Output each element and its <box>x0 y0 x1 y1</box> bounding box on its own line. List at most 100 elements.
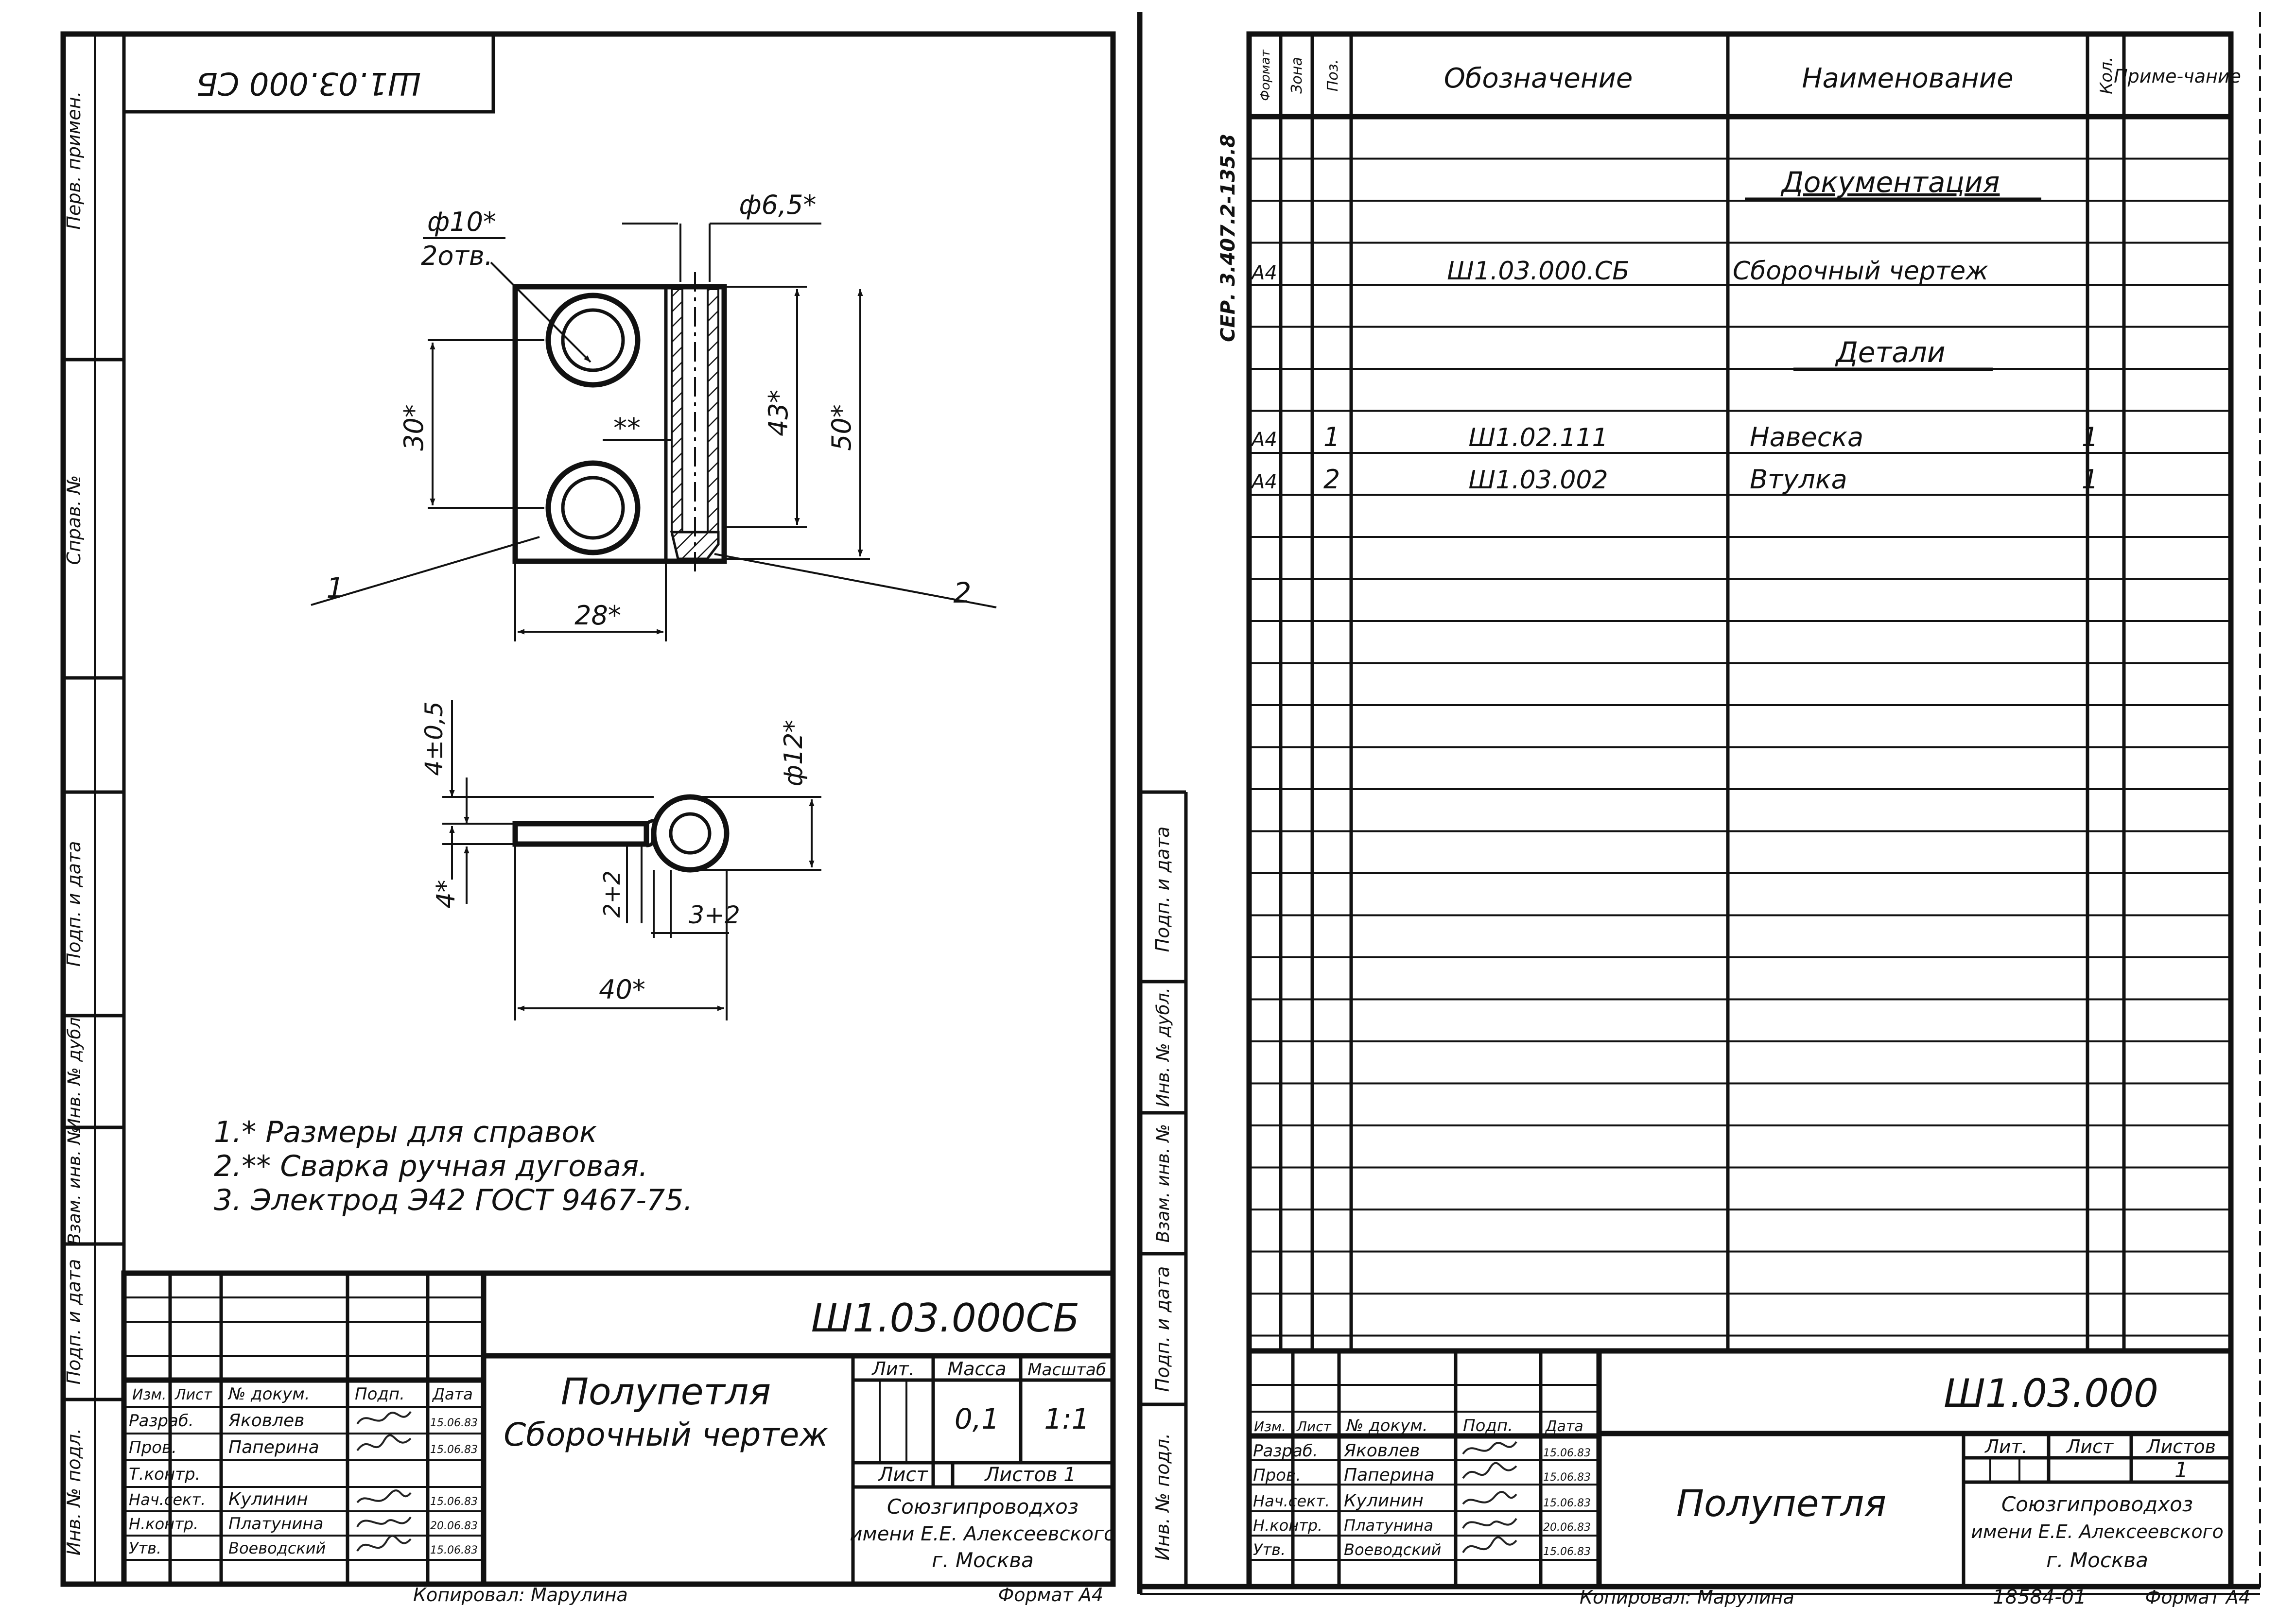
hole-top-outer <box>545 293 641 388</box>
col-oboznachenie: Обозначение <box>1444 63 1633 94</box>
rotated-code-box <box>122 32 495 114</box>
spec-row-2-code: Ш1.02.111 <box>1468 423 1608 452</box>
r-signature-5 <box>1462 1536 1517 1554</box>
r-tb-title: Полупетля <box>1676 1482 1886 1525</box>
tb-col-dokum: № докум. <box>227 1384 310 1404</box>
r-side-label-vzam-inv: Взам. инв. № <box>1153 1124 1173 1243</box>
leader-1: 1 <box>327 571 345 605</box>
r-side-label-inv-dubl: Инв. № дубл. <box>1153 987 1173 1107</box>
series-code: СЕР. 3.407.2-135.8 <box>1217 134 1239 342</box>
right-title-block: Изм. Лист № докум. Подп. Дата Разраб. Як… <box>1246 1348 2234 1590</box>
r-side-label-podp-data-2: Подп. и дата <box>1152 1266 1173 1392</box>
dim-thickness: 4* <box>432 880 461 908</box>
hole-bottom-inner <box>561 476 625 540</box>
r-tb-doc-code: Ш1.03.000 <box>1944 1371 2158 1416</box>
note-1: 1.* Размеры для справок <box>214 1115 597 1149</box>
tb-row-name-4: Кулинин <box>228 1489 308 1509</box>
dim-outer-dia: ф12* <box>779 720 808 787</box>
tb-sheets-label: Листов 1 <box>984 1464 1076 1486</box>
tb-col-data: Дата <box>432 1385 473 1403</box>
tb-doc-code: Ш1.03.000СБ <box>811 1296 1080 1341</box>
left-sheet: Перв. примен. Справ. № Подп. и дата Инв.… <box>60 31 1116 1606</box>
r-tb-row-date-3: 15.06.83 <box>1543 1497 1591 1509</box>
r-tb-col-list: Лист <box>1296 1418 1332 1434</box>
r-tb-lit-label: Лит. <box>1984 1436 2028 1457</box>
tb-lit-label: Лит. <box>871 1358 915 1380</box>
plate-outline <box>512 284 727 564</box>
r-side-label-podp-data-1: Подп. и дата <box>1152 827 1173 952</box>
side-label-inv-dubl: Инв. № дубл. <box>65 1012 85 1131</box>
tb-row-date-1: 15.06.83 <box>430 1417 478 1429</box>
tb-mass-label: Масса <box>947 1358 1006 1380</box>
spec-row-3-code: Ш1.03.002 <box>1468 466 1608 495</box>
main-view: ф10* 2отв. ф6,5* 30* ** 43* 50* <box>311 190 997 641</box>
sleeve-wall-left <box>671 288 683 533</box>
note-3: 3. Электрод Э42 ГОСТ 9467-75. <box>214 1183 693 1217</box>
r-tb-col-podp: Подп. <box>1463 1416 1513 1435</box>
side-plate <box>512 821 649 847</box>
left-title-block: Изм. Лист № докум. Подп. Дата Разраб. Як… <box>121 1270 1116 1587</box>
right-format: Формат А4 <box>2145 1587 2250 1607</box>
signature-2 <box>356 1434 412 1451</box>
dim-sleeve-len: 43* <box>763 390 794 436</box>
tb-scale-value: 1:1 <box>1044 1402 1089 1435</box>
left-copied-by: Копировал: Марулина <box>413 1584 628 1606</box>
section-detali: Детали <box>1834 336 1945 369</box>
tb-col-izm: Изм. <box>132 1386 167 1403</box>
spec-row-3-qty: 1 <box>2082 464 2098 495</box>
r-tb-row-role-5: Утв. <box>1253 1540 1286 1559</box>
r-tb-col-data: Дата <box>1545 1418 1583 1435</box>
r-signature-1 <box>1462 1441 1517 1455</box>
dim-total-len: 40* <box>599 974 645 1005</box>
side-weld <box>643 819 658 847</box>
section-dokumentaciya: Документация <box>1780 166 2000 199</box>
signature-1 <box>356 1411 412 1425</box>
col-naimenovanie: Наименование <box>1802 63 2013 94</box>
tb-row-role-3: Т.контр. <box>129 1465 200 1484</box>
side-label-sprav-no: Справ. № <box>63 475 85 565</box>
r-tb-row-date-4: 20.06.83 <box>1543 1521 1591 1534</box>
dim-hole-pitch: 30* <box>399 404 429 451</box>
r-tb-col-dokum: № докум. <box>1345 1416 1428 1435</box>
tb-row-role-1: Разраб. <box>129 1411 194 1431</box>
spec-row-3-name: Втулка <box>1750 464 1847 495</box>
tb-row-role-4: Нач.сект. <box>129 1490 206 1509</box>
spec-row-3-format: А4 <box>1250 471 1277 493</box>
spec-row-lines <box>1249 157 2231 1337</box>
tb-org-1: Союзгипроводхоз <box>887 1495 1078 1519</box>
r-tb-row-date-2: 15.06.83 <box>1543 1471 1591 1484</box>
dim-gap-a: 2+2 <box>599 870 625 917</box>
r-tb-row-name-3: Кулинин <box>1344 1491 1424 1511</box>
spec-row-1-name: Сборочный чертеж <box>1733 257 1988 286</box>
r-tb-row-name-2: Паперина <box>1344 1465 1435 1485</box>
note-2: 2.** Сварка ручная дуговая. <box>214 1149 648 1183</box>
r-tb-org-2: имени Е.Е. Алексеевского <box>1971 1521 2224 1542</box>
side-view: 4±0,5 4* ф12* 2+2 3+2 40* <box>420 700 821 1020</box>
spec-row-2-pos: 1 <box>1323 422 1340 452</box>
tb-row-role-2: Пров. <box>129 1438 177 1457</box>
tb-subtitle: Сборочный чертеж <box>504 1416 828 1453</box>
signature-5 <box>356 1516 412 1528</box>
r-tb-row-role-1: Разраб. <box>1253 1441 1318 1461</box>
tb-row-date-2: 15.06.83 <box>430 1444 478 1456</box>
r-tb-row-name-1: Яковлев <box>1343 1441 1420 1461</box>
dim-plate-height: 50* <box>826 404 857 451</box>
signature-4 <box>356 1489 412 1503</box>
spec-row-2-qty: 1 <box>2082 422 2098 452</box>
dim-hole-dia: ф10* <box>427 207 496 237</box>
dim-sleeve-dia: ф6,5* <box>739 190 816 220</box>
side-sleeve-inner <box>669 812 712 855</box>
tb-row-name-6: Воеводский <box>228 1539 326 1557</box>
dim-hole-count: 2отв. <box>421 241 493 271</box>
tb-row-name-1: Яковлев <box>228 1411 304 1431</box>
signature-6 <box>356 1535 412 1552</box>
col-primechanie: Приме-чание <box>2114 66 2241 87</box>
tb-row-date-6: 15.06.83 <box>430 1544 478 1556</box>
tb-org-3: г. Москва <box>932 1548 1034 1572</box>
tb-col-list: Лист <box>174 1386 213 1403</box>
r-signature-2 <box>1462 1462 1517 1479</box>
side-sleeve-outer <box>651 794 730 873</box>
hole-top-inner <box>561 308 625 372</box>
dim-plate-width: 28* <box>574 600 621 631</box>
tb-row-role-6: Утв. <box>129 1539 161 1557</box>
